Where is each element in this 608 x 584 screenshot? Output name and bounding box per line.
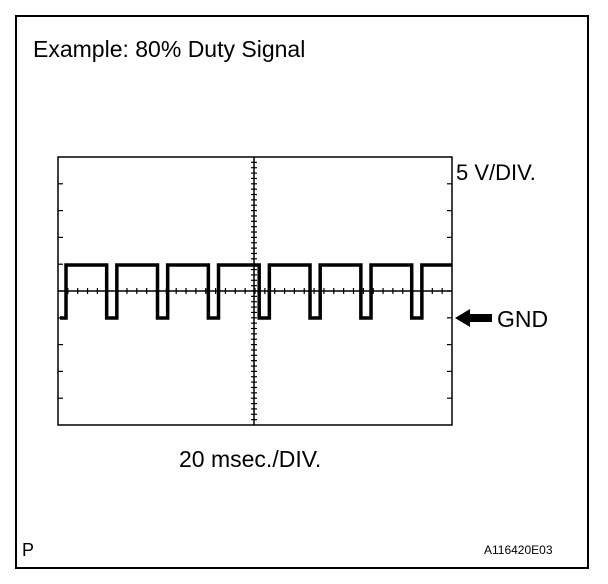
scope-ticks: [58, 161, 452, 421]
figure-id: A116420E03: [484, 543, 553, 557]
vertical-scale-label: 5 V/DIV.: [456, 160, 536, 185]
diagram-frame: [15, 15, 589, 569]
ground-label: GND: [497, 306, 549, 332]
horizontal-scale-label: 20 msec./DIV.: [179, 446, 322, 472]
gnd-arrow-icon: [455, 309, 492, 327]
duty-signal-waveform: [60, 263, 452, 320]
corner-mark: P: [22, 540, 35, 560]
diagram-title: Example: 80% Duty Signal: [33, 36, 306, 62]
